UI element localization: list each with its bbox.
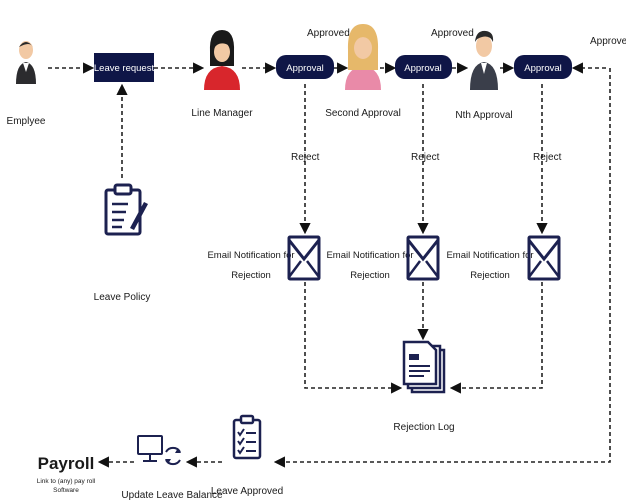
- approval-1-node: Approval: [276, 55, 334, 79]
- email-notification-3: Email Notification for Rejection: [446, 235, 561, 281]
- approval-2-node: Approval: [395, 55, 452, 79]
- arrow-email1-to-log: [304, 282, 403, 394]
- email-notification-2: Email Notification for Rejection: [326, 235, 440, 281]
- update-leave-balance-label: Update Leave Balance: [121, 490, 223, 501]
- nth-approval-node: Nth Approval: [455, 30, 513, 121]
- email-2-line1: Email Notification for: [326, 250, 413, 261]
- leave-approved-node: Leave Approved: [211, 414, 283, 497]
- person-icon: [16, 41, 36, 84]
- email-1-line2: Rejection: [231, 270, 271, 281]
- email-3-line1: Email Notification for: [446, 250, 533, 261]
- employee-node: Emplyee: [7, 41, 46, 127]
- leave-request-label: Leave request: [94, 63, 155, 74]
- leave-request-node: Leave request: [94, 53, 155, 82]
- computer-icon: [137, 435, 163, 462]
- reject-label-1: Reject: [291, 152, 320, 163]
- line-manager-node: Line Manager: [191, 30, 253, 119]
- payroll-sub-line1: Link to (any) pay roll: [37, 478, 96, 485]
- approval-1-label: Approval: [286, 63, 324, 74]
- nth-approval-label: Nth Approval: [455, 110, 512, 121]
- person-icon: [470, 30, 498, 90]
- email-notification-1: Email Notification for Rejection: [207, 235, 321, 281]
- refresh-icon: [165, 446, 181, 466]
- second-approval-node: Second Approval: [325, 24, 401, 119]
- arrow-email3-to-log: [449, 282, 543, 394]
- email-1-line1: Email Notification for: [207, 250, 294, 261]
- approval-2-label: Approval: [404, 63, 442, 74]
- clipboard-icon: [104, 183, 148, 236]
- leave-approved-label: Leave Approved: [211, 486, 283, 497]
- envelope-icon: [287, 235, 321, 281]
- rejection-log-label: Rejection Log: [393, 422, 454, 433]
- reject-label-2: Reject: [411, 152, 440, 163]
- email-3-line2: Rejection: [470, 270, 510, 281]
- rejection-log-node: Rejection Log: [393, 340, 455, 433]
- second-approval-label: Second Approval: [325, 108, 401, 119]
- envelope-icon: [527, 235, 561, 281]
- person-icon: [204, 30, 240, 90]
- payroll-node: Payroll Link to (any) pay roll Software: [37, 454, 96, 494]
- reject-label-3: Reject: [533, 152, 562, 163]
- update-leave-balance-node: Update Leave Balance: [121, 435, 223, 501]
- checklist-icon: [232, 414, 262, 460]
- approval-3-label: Approval: [524, 63, 562, 74]
- arrow-approved-to-leave-approved: [273, 68, 611, 468]
- leave-policy-label: Leave Policy: [94, 292, 151, 303]
- approved-label-3: Approved: [590, 36, 626, 47]
- approval-3-node: Approval: [514, 55, 572, 79]
- approved-label-1: Approved: [307, 28, 350, 39]
- document-stack-icon: [402, 340, 446, 394]
- envelope-icon: [406, 235, 440, 281]
- connectors: [48, 62, 611, 468]
- employee-label: Emplyee: [7, 116, 46, 127]
- approved-label-2: Approved: [431, 28, 474, 39]
- payroll-sub-line2: Software: [53, 487, 79, 494]
- line-manager-label: Line Manager: [191, 108, 253, 119]
- email-2-line2: Rejection: [350, 270, 390, 281]
- payroll-label: Payroll: [38, 454, 95, 473]
- person-icon: [345, 24, 381, 90]
- leave-policy-node: Leave Policy: [94, 183, 151, 303]
